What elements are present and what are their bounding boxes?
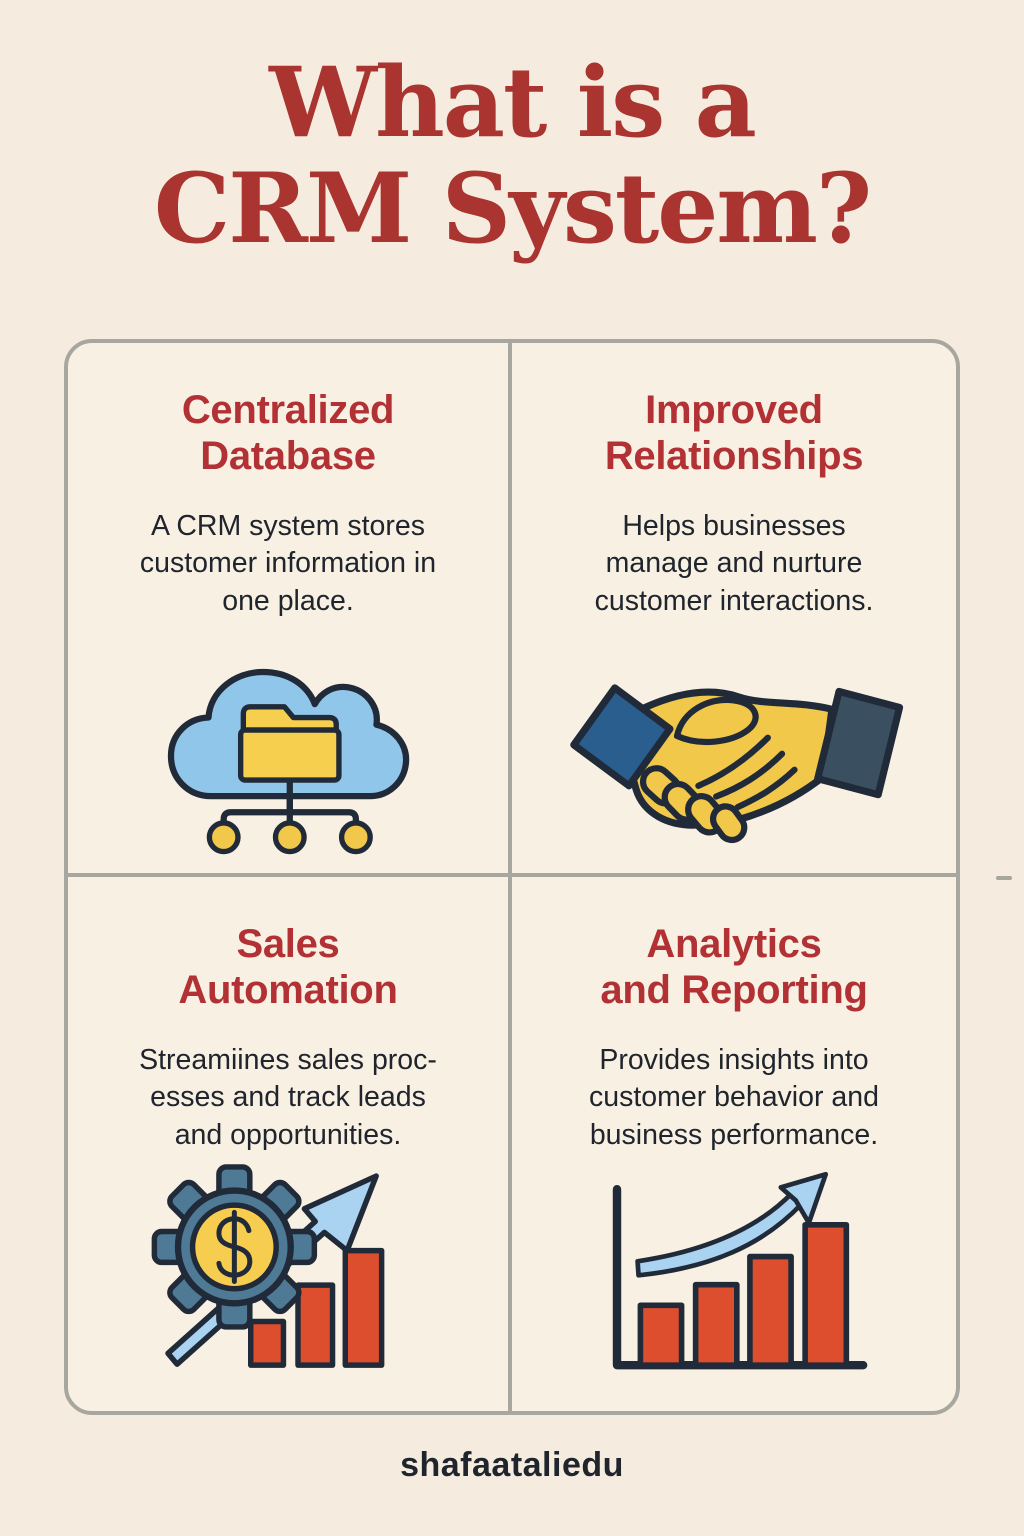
handshake-icon [556,645,912,859]
trend-arrow-head [778,1171,829,1226]
cloud-folder-network-icon [154,635,422,859]
finger-line [734,766,798,811]
knuckles [639,765,748,844]
card-body: Streamiines sales proc- esses and track … [139,1043,437,1151]
finger-line [695,734,771,789]
network-node [272,820,307,855]
card-centralized-database: Centralized Database A CRM system stores… [68,343,512,877]
card-analytics-reporting: Analytics and Reporting Provides insight… [512,877,956,1411]
right-sleeve [814,687,904,799]
page-title: What is a CRM System? [153,46,872,265]
benefits-grid: Centralized Database A CRM system stores… [64,339,960,1415]
left-sleeve [570,684,674,790]
cloud-folder-network-svg [167,668,410,855]
gear-dollar-growth-svg [151,1164,385,1368]
thumb [673,696,759,745]
brand-footer: shafaataliedu [400,1446,624,1484]
card-heading: Centralized Database [181,388,395,479]
report-bars [637,1221,850,1368]
card-heading: Sales Automation [178,922,398,1013]
card-body: Provides insights into customer behavior… [589,1043,879,1151]
finger-line [713,750,786,800]
card-sales-automation: Sales Automation Streamiines sales proc-… [68,877,512,1411]
card-heading: Improved Relationships [604,388,864,479]
card-body: Helps businesses manage and nurture cust… [594,509,874,617]
sales-bars [248,1247,385,1368]
network-node [206,820,241,855]
edge-artifact-dash [996,876,1012,880]
folder-tab [240,704,339,733]
handshake-svg [570,684,904,844]
folder-body [237,727,342,783]
gear-dollar-growth-icon [138,1156,438,1397]
card-body: A CRM system stores customer information… [139,509,437,617]
dollar-sign [216,1209,253,1284]
card-improved-relationships: Improved Relationships Helps businesses … [512,343,956,877]
bar-chart-growth-svg [612,1171,868,1370]
bar-chart-growth-icon [584,1163,884,1397]
gear [151,1164,318,1330]
network-node [338,820,373,855]
card-heading: Analytics and Reporting [600,922,868,1013]
